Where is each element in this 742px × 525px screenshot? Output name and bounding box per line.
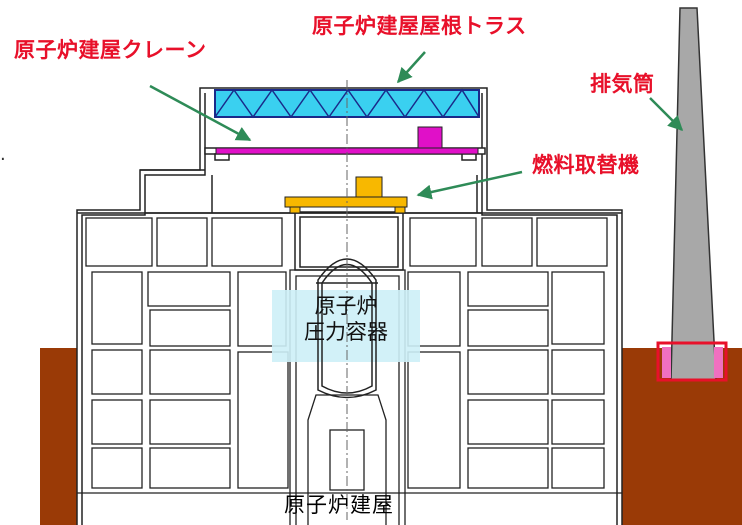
roof-truss-label: 原子炉建屋屋根トラス xyxy=(312,14,527,38)
vessel-label-line1: 原子炉 xyxy=(314,294,378,318)
arrow-crane xyxy=(149,84,252,142)
rooms-left xyxy=(85,217,289,489)
crane-label: 原子炉建屋クレーン xyxy=(14,38,207,62)
arrow-stack xyxy=(649,97,684,132)
vessel-highlight xyxy=(272,290,420,362)
rooms-right xyxy=(407,217,608,489)
building-label: 原子炉建屋 xyxy=(284,493,394,517)
arrow-roof-truss xyxy=(396,51,426,84)
fuel-handling-machine xyxy=(284,176,408,214)
exhaust-stack xyxy=(656,7,728,382)
containment xyxy=(77,269,622,525)
operating-floor xyxy=(145,175,482,271)
edge-fragment: . xyxy=(0,144,6,165)
stack-label: 排気筒 xyxy=(590,72,655,96)
arrow-fuel-machine xyxy=(416,170,523,200)
fuel-machine-label: 燃料取替機 xyxy=(532,153,640,177)
leader-arrows xyxy=(149,51,684,200)
vessel-label: 原子炉 圧力容器 xyxy=(272,293,420,345)
vessel-label-line2: 圧力容器 xyxy=(304,320,388,344)
